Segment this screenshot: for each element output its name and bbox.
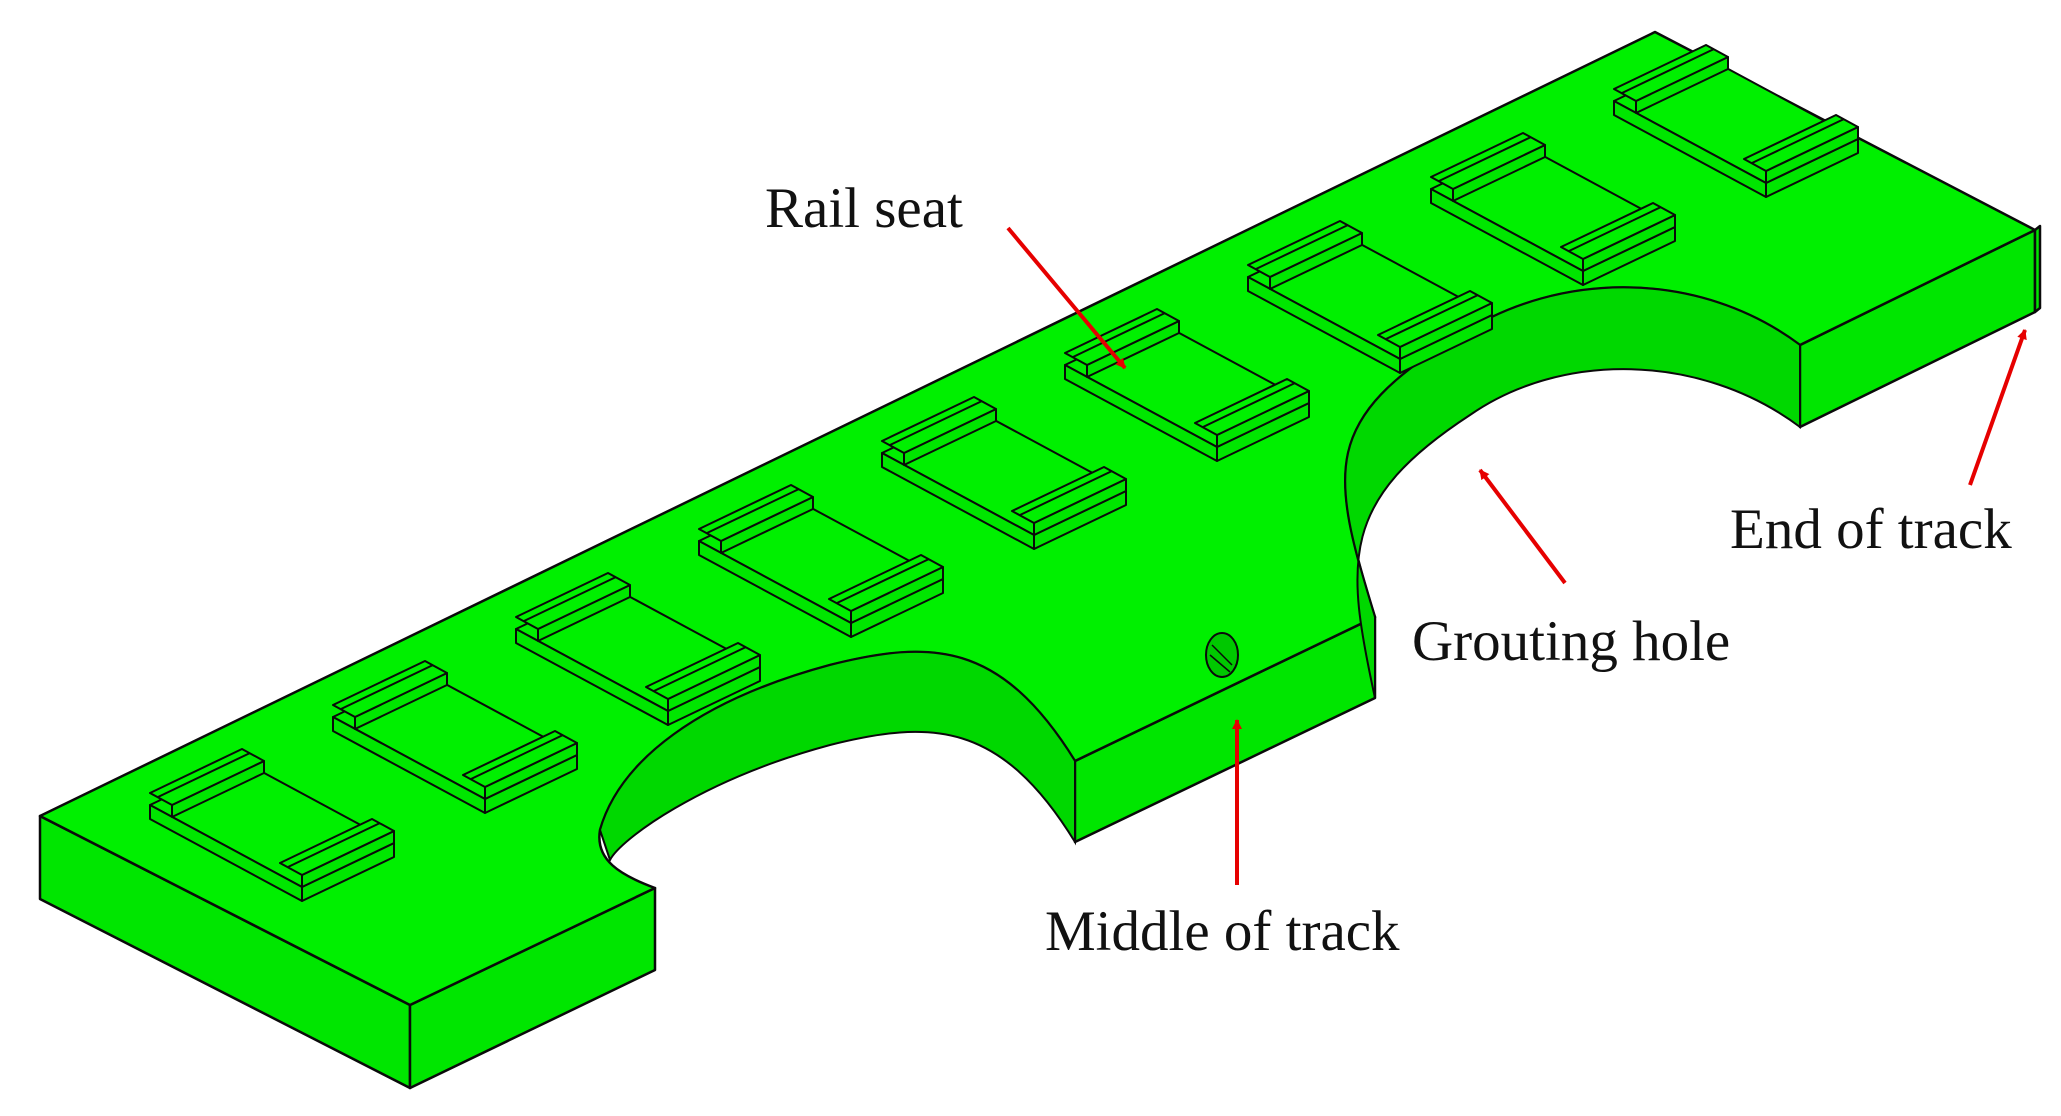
rail-seat [1064,308,1310,462]
grouting-hole-walls [598,286,1801,863]
rail-seat-groove [287,822,381,868]
rail-seat-groove [340,664,434,710]
rail-seat-shoulder [1560,202,1676,260]
rail-seat-shoulder [462,730,578,788]
rail-seat-shoulder [881,396,997,454]
rail-seat-shoulder [515,572,631,630]
rail-seat [1247,220,1493,374]
rail-seat-groove [889,400,983,446]
rail-seat-groove [470,734,564,780]
end-of-track-label: End of track [1730,498,2012,561]
rail-seat-shoulder [698,484,814,542]
middle-of-track-label: Middle of track [1045,900,1400,963]
rail-seat-groove [1621,48,1715,94]
rail-seat-groove [1019,470,1113,516]
rail-seat [332,660,578,814]
rail-seat-groove [1072,312,1166,358]
rail-seat [149,748,395,902]
rail-seat-label: Rail seat [765,177,963,240]
rail-seat-groove [706,488,800,534]
rail-seat-shoulder [645,642,761,700]
rail-seat-groove [523,576,617,622]
grouting-hole-wall-left [598,650,1076,863]
slab-end-face [2033,224,2042,314]
rail-seat [515,572,761,726]
rail-seat-shoulder [1064,308,1180,366]
rail-seat-groove [1568,206,1662,252]
rail-seat-shoulder [1613,44,1729,102]
end-of-track-arrow [1968,329,2027,486]
grouting-hole-label: Grouting hole [1412,610,1730,673]
rail-seat-groove [653,646,747,692]
rail-seat [881,396,1127,550]
rail-seat [1613,44,1859,198]
rail-seat-shoulder [1430,132,1546,190]
grouting-hole-arrow [1478,468,1567,585]
rail-seat-groove [1385,294,1479,340]
rail-seat-shoulder [1011,466,1127,524]
rail-seat-shoulder [1377,290,1493,348]
rail-seat-shoulder [1247,220,1363,278]
rail-seat [1430,132,1676,286]
rail-seat-shoulder [149,748,265,806]
annotation-arrows [1006,226,2027,885]
rail-seat-groove [157,752,251,798]
rail-seat-groove [1438,136,1532,182]
rail-seat-shoulder [332,660,448,718]
rail-seat-groove [836,558,930,604]
rail-seat-groove [1255,224,1349,270]
rail-seats [149,44,1859,902]
rail-seat-groove [1202,382,1296,428]
rail-seat-shoulder [279,818,395,876]
rail-seat-shoulder [1194,378,1310,436]
rail-seat-shoulder [828,554,944,612]
rail-seat-shoulder [1743,114,1859,172]
rail-seat [698,484,944,638]
grouting-hole-wall-right [1344,286,1801,699]
rail-seat-arrow [1006,226,1127,370]
rail-seat-groove [1751,118,1845,164]
